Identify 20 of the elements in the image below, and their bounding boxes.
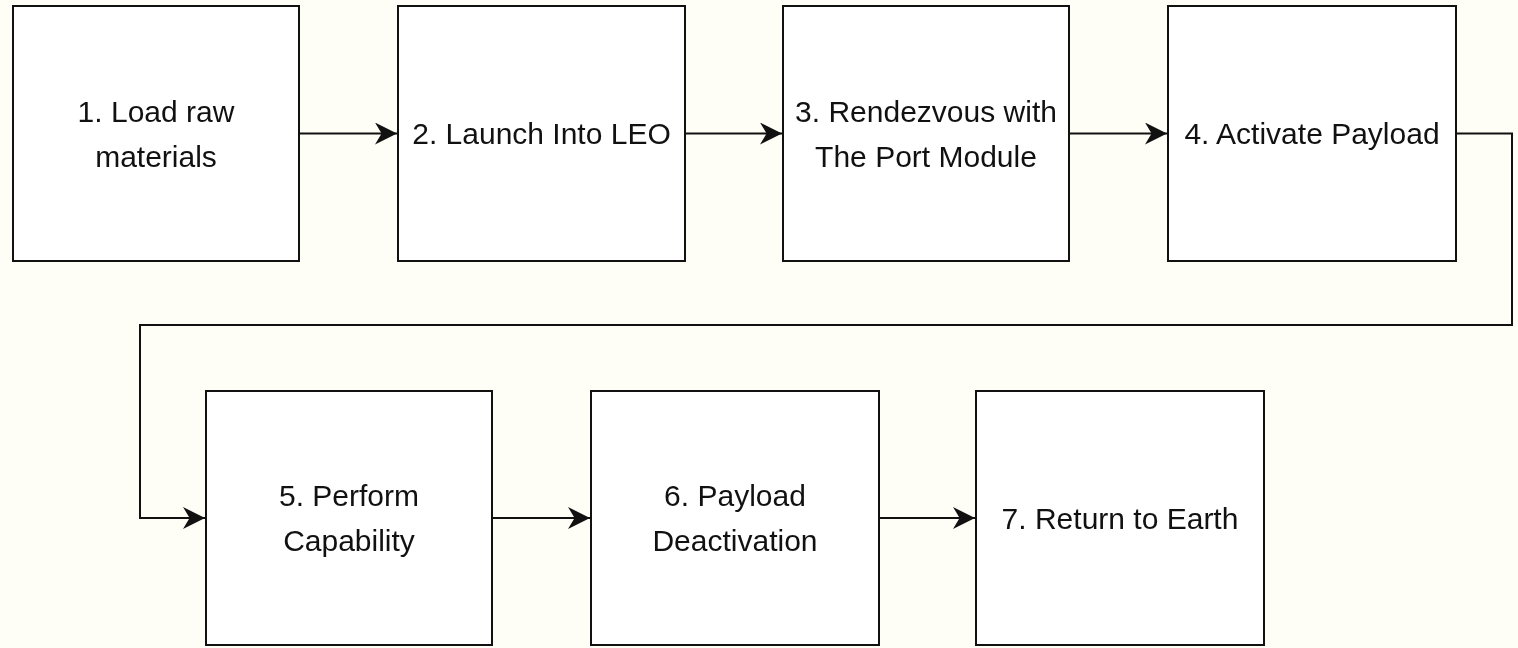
step-label: 1. Load raw materials [76, 93, 236, 175]
arrow [685, 122, 783, 145]
process-box [397, 5, 686, 262]
process-box [12, 5, 300, 262]
step-label: 7. Return to Earth [1000, 500, 1240, 537]
process-box [205, 390, 493, 646]
arrow [1069, 122, 1168, 145]
arrow [299, 122, 398, 145]
step-label: 4. Activate Payload [1183, 116, 1441, 152]
arrow [879, 507, 976, 529]
process-box [975, 390, 1265, 646]
process-box [590, 390, 880, 646]
arrow [492, 507, 591, 529]
step-label: 2. Launch Into LEO [411, 116, 672, 152]
step-label: 6. Payload Deactivation [651, 478, 819, 559]
step-label: 3. Rendezvous with The Port Module [794, 93, 1058, 175]
process-box [1167, 5, 1457, 262]
process-box [782, 5, 1070, 262]
step-label: 5. Perform Capability [277, 478, 420, 559]
arrow [139, 132, 1513, 529]
